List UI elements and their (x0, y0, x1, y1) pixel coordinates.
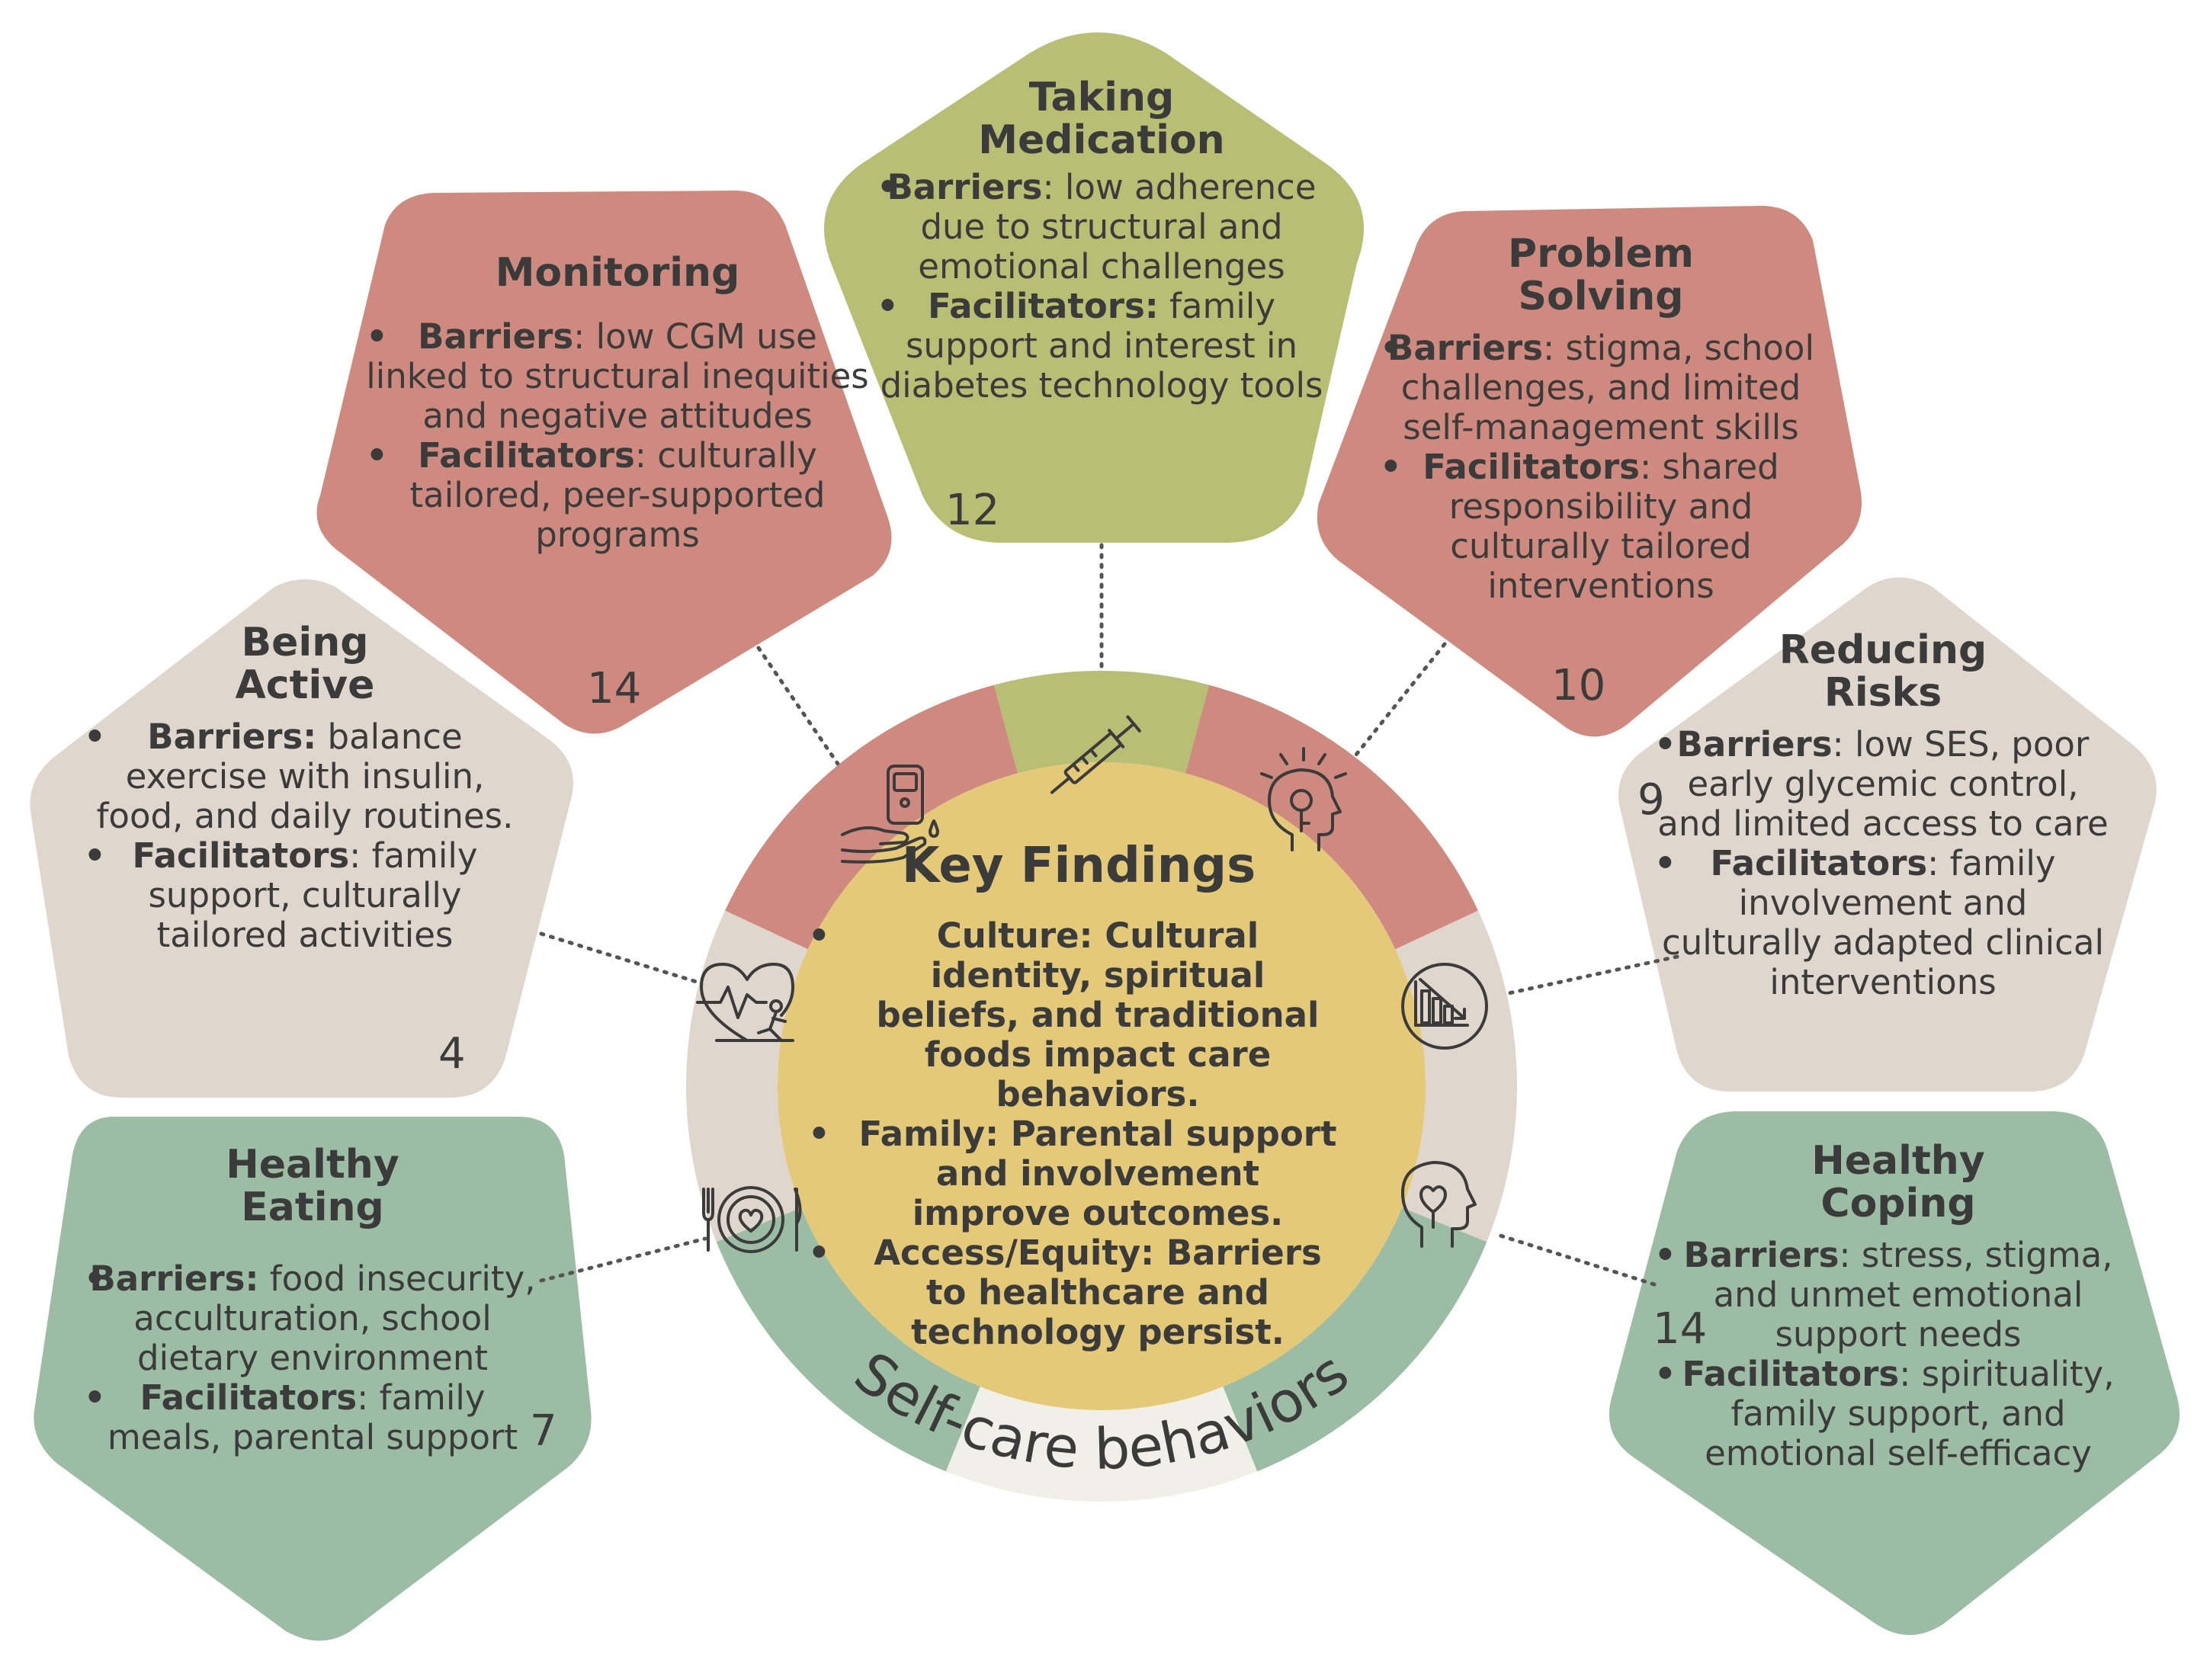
finding-culture: Culture: Cultural identity, spiritual be… (808, 916, 1349, 1114)
card-monitoring: Monitoring Barriers: low CGM use linked … (366, 252, 869, 555)
key-findings-list: Culture: Cultural identity, spiritual be… (808, 916, 1349, 1352)
barriers-item: Barriers: low CGM use linked to structur… (366, 317, 869, 436)
plate-utensils-icon (702, 1186, 802, 1253)
finding-family: Family: Parental support and involvement… (808, 1114, 1349, 1233)
facilitators-item: Facilitators: family meals, parental sup… (84, 1378, 541, 1457)
card-active: Being Active Barriers: balance exercise … (84, 621, 526, 955)
study-count-eating: 7 (530, 1406, 557, 1456)
barriers-text: : low SES, poor early glycemic control, … (1657, 724, 2109, 844)
key-findings-title: Key Findings (901, 838, 1256, 894)
card-title: Being Active (235, 620, 375, 708)
study-count-problem: 10 (1551, 661, 1606, 710)
head-heart-icon (1401, 1161, 1477, 1248)
barriers-label: Barriers: (147, 717, 317, 757)
card-title: Healthy Eating (226, 1142, 399, 1230)
head-key-icon (1260, 747, 1347, 851)
connector-problem (1336, 642, 1447, 780)
facilitators-item: Facilitators: family support, culturally… (84, 836, 526, 955)
facilitators-label: Facilitators (418, 435, 635, 476)
ring-segment-bottom-right (1223, 1207, 1487, 1472)
card-list: Barriers: low SES, poor early glycemic c… (1654, 725, 2112, 1002)
ring-segment-top-left (725, 685, 1018, 950)
facilitators-label: Facilitators (1682, 1354, 1900, 1394)
connector-monitoring (756, 646, 860, 795)
barriers-item: Barriers: balance exercise with insulin,… (84, 717, 526, 836)
card-eating: Healthy Eating Barriers: food insecurity… (84, 1143, 541, 1457)
card-list: Barriers: stigma, school challenges, and… (1380, 329, 1822, 606)
facilitators-label: Facilitators (1423, 447, 1640, 487)
ring-segment-left (686, 910, 808, 1242)
facilitators-label: Facilitators (140, 1377, 358, 1418)
barriers-item: Barriers: stigma, school challenges, and… (1380, 329, 1822, 447)
card-medication: Taking Medication Barriers: low adherenc… (877, 76, 1326, 406)
card-list: Barriers: balance exercise with insulin,… (84, 717, 526, 955)
card-title: Monitoring (495, 250, 740, 296)
study-count-risks: 9 (1637, 775, 1665, 825)
syringe-icon (1050, 715, 1141, 794)
card-list: Barriers: food insecurity, acculturation… (84, 1259, 541, 1457)
facilitators-text: : family involvement and culturally adap… (1661, 843, 2104, 1002)
facilitators-item: Facilitators: family support and interes… (877, 287, 1326, 406)
facilitators-item: Facilitators: shared responsibility and … (1380, 447, 1822, 606)
connector-coping (1496, 1233, 1657, 1287)
card-risks: Reducing Risks Barriers: low SES, poor e… (1654, 629, 2112, 1002)
barriers-text: : low CGM use linked to structural inequ… (366, 316, 869, 436)
connector-eating (539, 1236, 707, 1283)
card-list: Barriers: low CGM use linked to structur… (366, 317, 869, 555)
facilitators-label: Facilitators (132, 835, 350, 876)
facilitators-text: : family meals, parental support (107, 1377, 518, 1457)
card-title: Taking Medication (978, 75, 1225, 163)
barriers-text: : stress, stigma, and unmet emotional su… (1713, 1235, 2113, 1355)
facilitators-label: Facilitators: (928, 286, 1159, 326)
barriers-item: Barriers: low SES, poor early glycemic c… (1654, 725, 2112, 844)
facilitators-label: Facilitators (1710, 843, 1928, 883)
barriers-text: : low adherence due to structural and em… (918, 167, 1317, 287)
barriers-text: : stigma, school challenges, and limited… (1400, 328, 1814, 447)
facilitators-text: : shared responsibility and culturally t… (1448, 447, 1779, 606)
key-findings: Key Findings Culture: Cultural identity,… (808, 838, 1349, 1352)
ring-segment-right (1395, 910, 1517, 1242)
icons (696, 715, 1488, 1253)
card-list: Barriers: stress, stigma, and unmet emot… (1654, 1236, 2142, 1473)
card-list: Barriers: low adherence due to structura… (877, 168, 1326, 406)
glucose-meter-icon (841, 765, 939, 864)
barriers-label: Barriers (1676, 724, 1833, 765)
barriers-label: Barriers (1387, 328, 1544, 368)
card-problem: Problem Solving Barriers: stigma, school… (1380, 232, 1822, 606)
study-count-medication: 12 (945, 486, 1000, 535)
declining-chart-icon (1401, 963, 1488, 1050)
barriers-text: balance exercise with insulin, food, and… (96, 717, 514, 836)
connector-risks (1500, 954, 1679, 997)
barriers-item: Barriers: stress, stigma, and unmet emot… (1654, 1236, 2142, 1355)
barriers-label: Barriers (1683, 1235, 1840, 1275)
ring-segment-bottom (945, 1387, 1258, 1502)
barriers-item: Barriers: low adherence due to structura… (877, 168, 1326, 287)
card-title: Healthy Coping (1811, 1138, 1985, 1226)
study-count-monitoring: 14 (587, 664, 642, 713)
ring-segment-top (993, 670, 1210, 774)
study-count-active: 4 (438, 1029, 466, 1079)
barriers-label: Barriers: (89, 1258, 259, 1299)
barriers-label: Barriers (418, 316, 574, 357)
connector-active (539, 931, 704, 986)
facilitators-item: Facilitators: culturally tailored, peer-… (366, 436, 869, 555)
barriers-item: Barriers: food insecurity, acculturation… (84, 1259, 541, 1378)
card-title: Problem Solving (1508, 231, 1694, 319)
facilitators-text: : culturally tailored, peer-supported pr… (409, 435, 826, 555)
facilitators-text: : family support, culturally tailored ac… (148, 835, 478, 955)
heart-runner-icon (696, 963, 794, 1042)
facilitators-text: : spirituality, family support, and emot… (1705, 1354, 2115, 1473)
finding-access: Access/Equity: Barriers to healthcare an… (808, 1233, 1349, 1352)
study-count-coping: 14 (1653, 1304, 1708, 1354)
facilitators-item: Facilitators: family involvement and cul… (1654, 844, 2112, 1002)
card-coping: Healthy Coping Barriers: stress, stigma,… (1654, 1140, 2142, 1473)
barriers-text: food insecurity, acculturation, school d… (133, 1258, 536, 1378)
facilitators-item: Facilitators: spirituality, family suppo… (1654, 1355, 2142, 1473)
facilitators-text: family support and interest in diabetes … (880, 286, 1323, 406)
barriers-label: Barriers (887, 167, 1043, 207)
card-title: Reducing Risks (1779, 627, 1987, 716)
